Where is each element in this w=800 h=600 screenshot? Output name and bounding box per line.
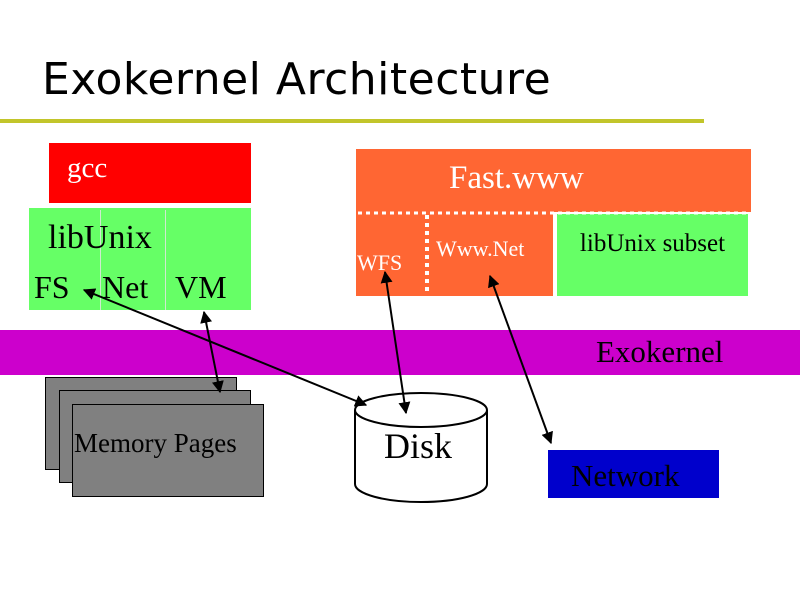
disk-label: Disk: [384, 426, 453, 466]
arrow-vm-to-memory: [200, 310, 224, 394]
fast-www-label: Fast.www: [449, 160, 584, 196]
memory-pages-label: Memory Pages: [74, 428, 237, 458]
gcc-label: gcc: [67, 152, 108, 184]
title-underline: [0, 119, 704, 123]
libunix-subset-label: libUnix subset: [579, 230, 726, 257]
arrow-wwwnet-to-network: [488, 274, 553, 445]
fs-component-label: FS: [34, 269, 70, 305]
network-label: Network: [571, 458, 680, 493]
fast-www-application-box: [356, 149, 751, 212]
www-net-label: Www.Net: [436, 236, 525, 261]
network-box: [548, 450, 719, 498]
exokernel-label: Exokernel: [596, 334, 724, 369]
slide-title: Exokernel Architecture: [42, 54, 552, 105]
arrow-wfs-to-disk: [380, 270, 411, 415]
gcc-application-box: [49, 143, 251, 203]
libunix-divider-1: [100, 210, 101, 310]
memory-page-card-front: [72, 404, 264, 497]
libunix-divider-2: [165, 210, 166, 310]
arrow-fs-to-disk: [82, 288, 368, 407]
libunix-label: libUnix: [48, 219, 152, 256]
libunix-subset-box: [557, 214, 748, 296]
